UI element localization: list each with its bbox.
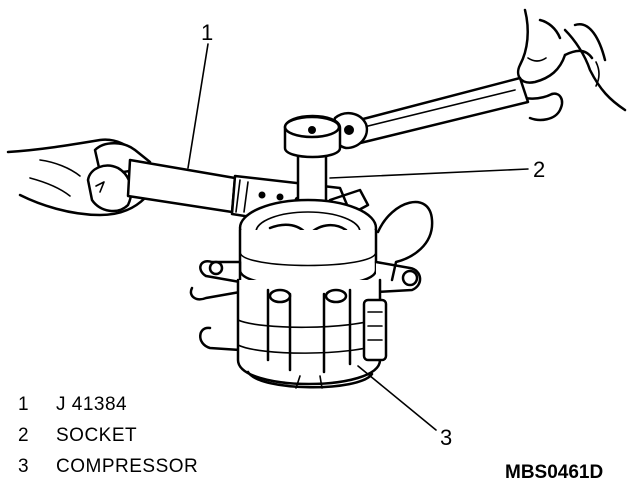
legend-number: 1 — [18, 394, 30, 415]
right-hand-illustration — [513, 8, 627, 122]
legend-row: 1 J 41384 — [18, 394, 198, 425]
legend-label: SOCKET — [56, 425, 138, 446]
legend-number: 2 — [18, 425, 30, 446]
legend-label: COMPRESSOR — [56, 456, 199, 477]
wrench-handle — [331, 76, 530, 150]
parts-legend: 1 J 41384 2 SOCKET 3 COMPRESSOR — [18, 394, 198, 487]
callout-3-number: 3 — [440, 425, 452, 450]
callout-1-number: 1 — [201, 20, 213, 45]
legend-row: 3 COMPRESSOR — [18, 456, 198, 487]
legend-label: J 41384 — [56, 394, 128, 415]
compressor — [189, 198, 434, 389]
callout-2-number: 2 — [533, 157, 545, 182]
callout-3: 3 — [357, 365, 452, 450]
callout-1: 1 — [187, 20, 213, 169]
callout-2: 2 — [329, 157, 545, 182]
legend-number: 3 — [18, 456, 30, 477]
figure-code: MBS0461D — [505, 462, 604, 483]
legend-row: 2 SOCKET — [18, 425, 198, 456]
